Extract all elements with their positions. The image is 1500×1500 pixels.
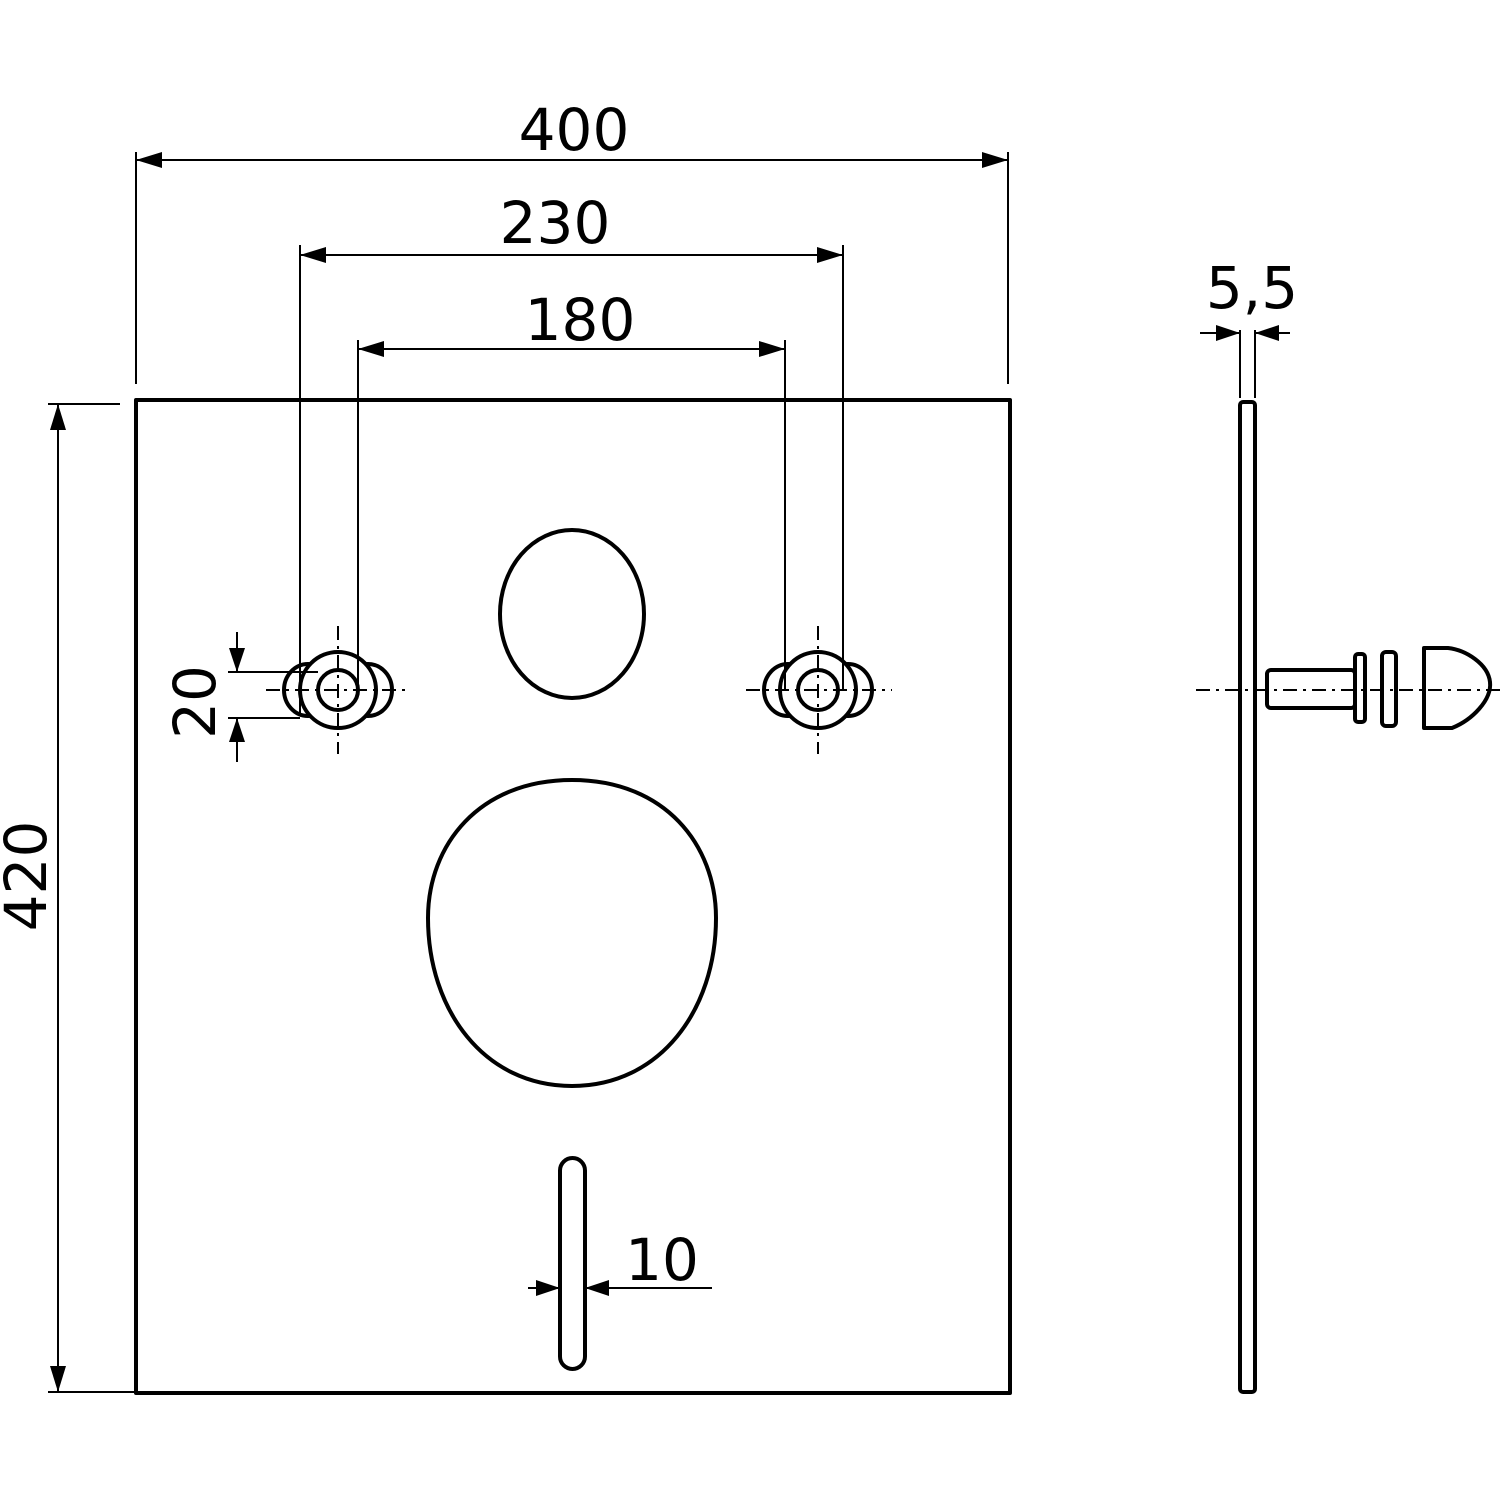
slot — [558, 1156, 587, 1371]
dimension-label-20: 20 — [161, 665, 229, 739]
side-view: 5,5 — [1196, 254, 1500, 1394]
cap-nut — [1422, 646, 1493, 730]
dimension-outer-spacing: 230 — [299, 189, 844, 715]
bolt-sleeve — [1265, 652, 1367, 724]
front-view — [134, 398, 1012, 1395]
dimension-label-10: 10 — [625, 1226, 699, 1294]
dimension-overall-width: 400 — [135, 96, 1009, 384]
dimension-hole-size: 20 — [161, 632, 318, 762]
dimension-label-420: 420 — [0, 821, 60, 932]
left-bolt-hole — [266, 626, 410, 754]
dimension-label-230: 230 — [500, 189, 611, 257]
dimension-overall-height: 420 — [0, 403, 134, 1393]
dimension-label-180: 180 — [525, 286, 636, 354]
upper-oval-opening — [498, 528, 646, 700]
dimension-inner-spacing: 180 — [357, 286, 786, 690]
plate-section — [1238, 400, 1257, 1394]
plate-outline — [134, 398, 1012, 1395]
dimension-slot-width: 10 — [528, 1226, 712, 1296]
right-bolt-hole — [746, 626, 892, 754]
dimension-label-400: 400 — [519, 96, 630, 164]
washer — [1380, 650, 1398, 728]
waste-opening — [426, 778, 718, 1088]
dimension-label-5-5: 5,5 — [1206, 254, 1298, 322]
